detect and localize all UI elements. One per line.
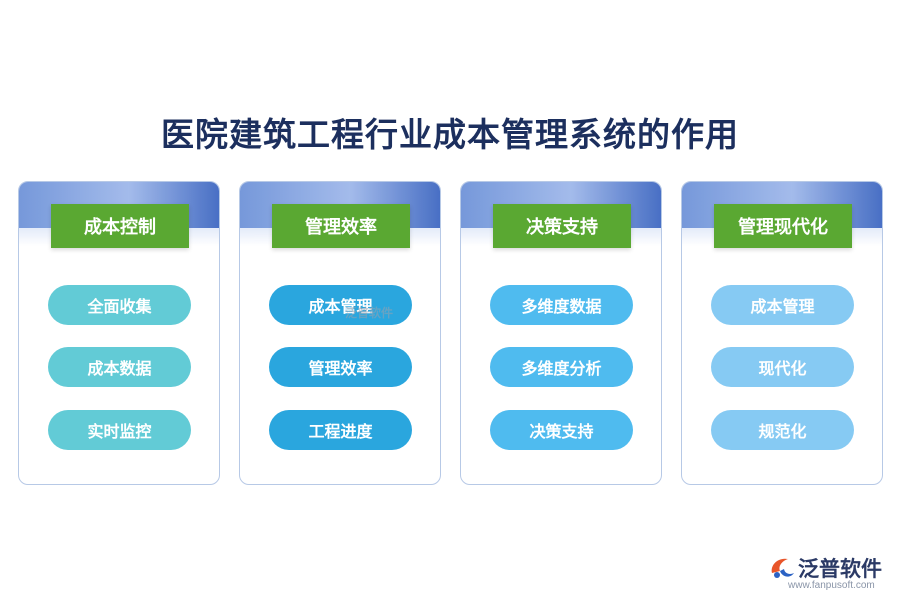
item-pill: 成本数据 — [48, 347, 191, 387]
item-pill: 现代化 — [711, 347, 854, 387]
card-decision-support: 决策支持 多维度数据 多维度分析 决策支持 — [460, 181, 662, 485]
item-pill: 管理效率 — [269, 347, 412, 387]
card-modernization: 管理现代化 成本管理 现代化 规范化 — [681, 181, 883, 485]
card-header: 成本控制 — [51, 204, 189, 248]
item-pill: 决策支持 — [490, 410, 633, 450]
item-pill: 实时监控 — [48, 410, 191, 450]
logo-name: 泛普软件 — [798, 557, 882, 581]
item-pill: 工程进度 — [269, 410, 412, 450]
item-pill: 规范化 — [711, 410, 854, 450]
watermark: 泛普软件 — [345, 306, 394, 320]
item-pill: 多维度数据 — [490, 285, 633, 325]
card-header: 管理效率 — [272, 204, 410, 248]
item-pill: 多维度分析 — [490, 347, 633, 387]
item-pill: 成本管理 — [711, 285, 854, 325]
card-header: 管理现代化 — [714, 204, 852, 248]
logo-icon — [771, 558, 794, 578]
card-cost-control: 成本控制 全面收集 成本数据 实时监控 — [18, 181, 220, 485]
item-pill: 成本管理 — [269, 285, 412, 325]
item-pill: 全面收集 — [48, 285, 191, 325]
brand-logo: 泛普软件 www.fanpusoft.com — [768, 553, 893, 593]
card-header: 决策支持 — [493, 204, 631, 248]
card-management-efficiency: 管理效率 成本管理 管理效率 工程进度 — [239, 181, 441, 485]
logo-url: www.fanpusoft.com — [788, 580, 875, 591]
page-title: 医院建筑工程行业成本管理系统的作用 — [161, 115, 739, 154]
